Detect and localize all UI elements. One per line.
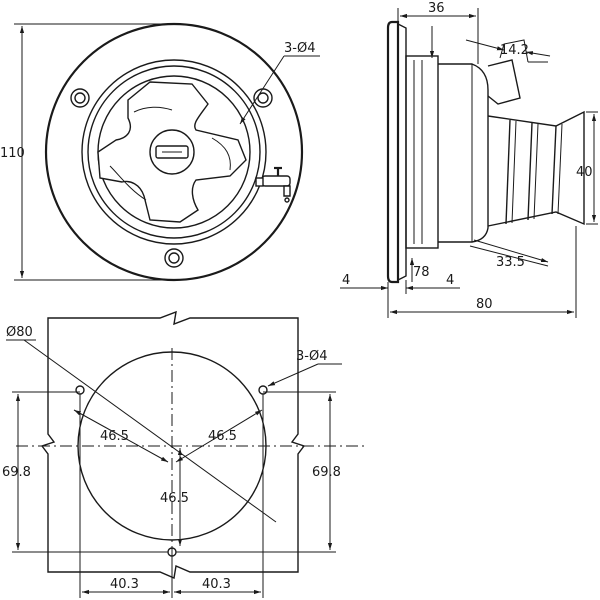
side-hose-length-label: 33.5 <box>496 255 525 270</box>
cutout-mounting-hole <box>258 385 268 395</box>
cutout-offset-left-label: 46.5 <box>100 429 129 444</box>
cutout-width-left-label: 40.3 <box>110 577 139 592</box>
front-height-label: 110 <box>0 146 25 161</box>
cutout-diameter-label: Ø80 <box>6 325 33 340</box>
side-flange <box>386 20 400 284</box>
cutout-height-right-label: 69.8 <box>312 465 341 480</box>
front-view: 110 <box>0 22 320 282</box>
side-spout-width-label: 14.2 <box>500 43 529 58</box>
panel-outline <box>40 310 306 579</box>
front-mounting-hole <box>164 248 184 268</box>
side-spout <box>487 59 521 105</box>
cutout-offset-bottom-label: 46.5 <box>160 491 189 506</box>
lock-icon <box>149 129 195 175</box>
side-flange-right-label: 4 <box>446 273 454 288</box>
cutout-width-right-label: 40.3 <box>202 577 231 592</box>
flange-outer-ring <box>44 22 304 282</box>
side-flange-gap-label: 78 <box>413 265 430 280</box>
faucet-icon <box>255 166 291 203</box>
side-hose-diameter-label: 40 <box>576 165 593 180</box>
cutout-height-left-label: 69.8 <box>2 465 31 480</box>
side-view: 36 14.2 40 78 33.5 4 4 80 <box>340 1 598 318</box>
cutout-mounting-hole <box>75 385 85 395</box>
side-hose-barb <box>487 110 585 227</box>
cutout-offset-right-label: 46.5 <box>208 429 237 444</box>
front-mounting-hole <box>70 88 90 108</box>
cutout-view: Ø80 3-Ø4 46.5 46.5 46.5 69.8 69.8 40.3 4… <box>2 310 364 598</box>
side-total-length-label: 80 <box>476 297 493 312</box>
side-depth-label: 36 <box>428 1 445 16</box>
side-flange-left-label: 4 <box>342 273 350 288</box>
cutout-holes-label: 3-Ø4 <box>296 349 327 364</box>
front-holes-label: 3-Ø4 <box>284 41 315 56</box>
